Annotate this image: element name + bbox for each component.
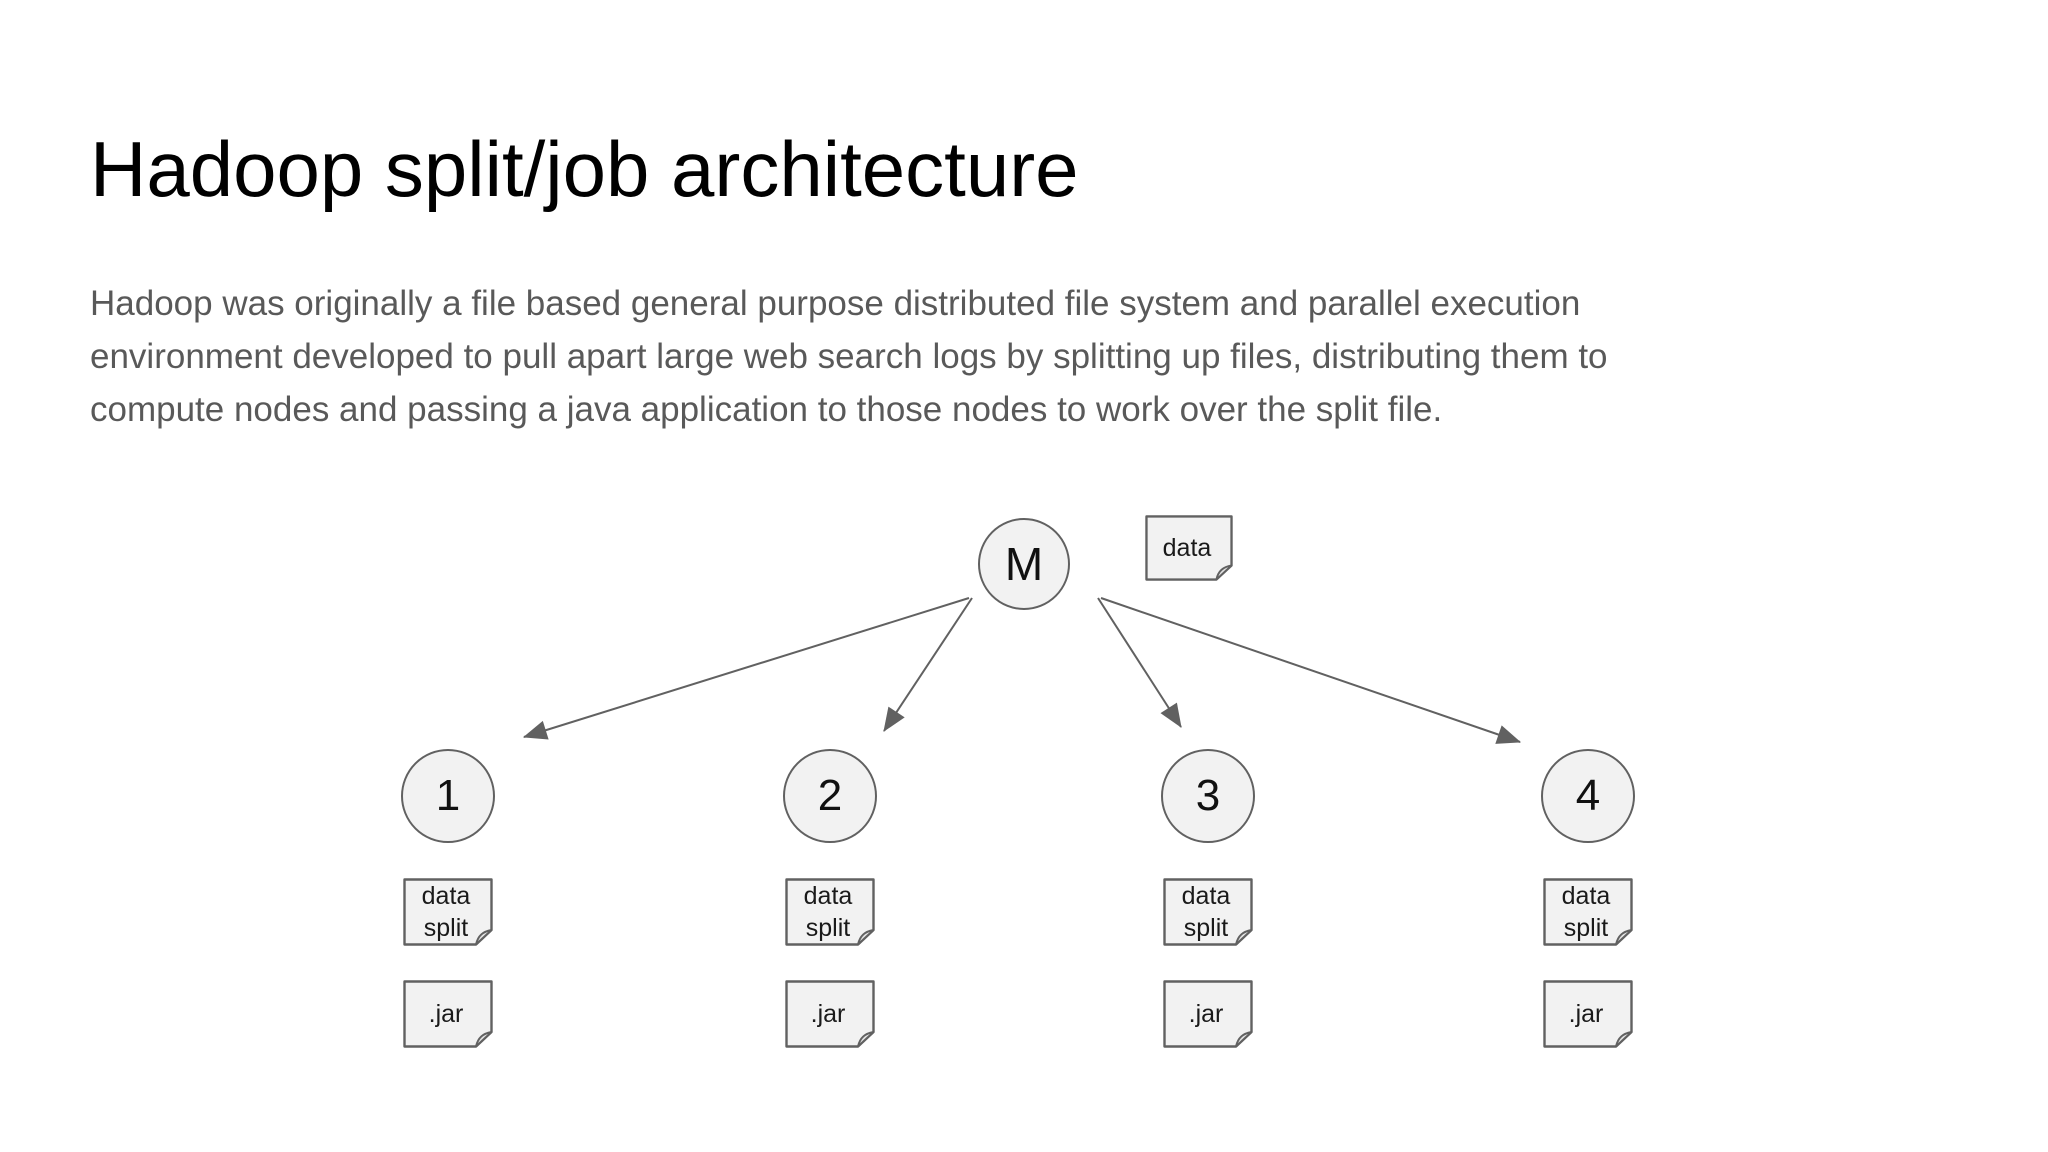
- master-node-circle: M: [978, 518, 1070, 610]
- folded-corner-icon: [1615, 929, 1633, 946]
- jar-document-label-1: .jar: [428, 1000, 464, 1028]
- arrow-m-to-worker-4: [1100, 597, 1522, 744]
- document-shape: [403, 980, 493, 1048]
- folded-corner-icon: [1215, 564, 1233, 581]
- document-shape: [1163, 878, 1253, 946]
- document-shape: [785, 878, 875, 946]
- document-shape: [1163, 980, 1253, 1048]
- body-paragraph: Hadoop was originally a file based gener…: [90, 277, 1608, 436]
- arrow-m-to-worker-3: [1097, 597, 1182, 728]
- body-line-3: compute nodes and passing a java applica…: [90, 390, 1443, 429]
- data-split-document-2: data split: [785, 878, 875, 946]
- jar-document-2: .jar: [785, 980, 875, 1048]
- worker-node-circle-4: 4: [1541, 749, 1635, 843]
- worker-node-label-2: 2: [817, 771, 843, 820]
- worker-node-circle-2: 2: [783, 749, 877, 843]
- folded-corner-icon: [1235, 1031, 1253, 1048]
- slide-title: Hadoop split/job architecture: [90, 125, 1079, 213]
- folded-corner-icon: [475, 929, 493, 946]
- jar-document-label-2: .jar: [810, 1000, 846, 1028]
- worker-node-label-1: 1: [435, 771, 461, 820]
- data-split-document-label-3: data split: [1181, 882, 1231, 942]
- master-node-label: M: [1004, 538, 1044, 590]
- arrow-m-to-worker-2: [883, 597, 973, 732]
- worker-node-label-4: 4: [1575, 771, 1601, 820]
- folded-corner-icon: [1615, 1031, 1633, 1048]
- folded-corner-icon: [1235, 929, 1253, 946]
- folded-corner-icon: [857, 1031, 875, 1048]
- data-split-document-3: data split: [1163, 878, 1253, 946]
- worker-node-circle-1: 1: [401, 749, 495, 843]
- data-split-document-label-2: data split: [803, 882, 853, 942]
- master-data-document: data: [1145, 515, 1233, 581]
- data-split-document-label-1: data split: [421, 882, 471, 942]
- document-shape: [1543, 980, 1633, 1048]
- jar-document-1: .jar: [403, 980, 493, 1048]
- folded-corner-icon: [475, 1031, 493, 1048]
- data-split-document-1: data split: [403, 878, 493, 946]
- jar-document-3: .jar: [1163, 980, 1253, 1048]
- jar-document-4: .jar: [1543, 980, 1633, 1048]
- body-line-2: environment developed to pull apart larg…: [90, 337, 1608, 376]
- arrow-m-to-worker-1: [522, 597, 970, 740]
- jar-document-label-4: .jar: [1568, 1000, 1604, 1028]
- worker-node-circle-3: 3: [1161, 749, 1255, 843]
- document-shape: [1145, 515, 1233, 581]
- document-shape: [785, 980, 875, 1048]
- document-shape: [1543, 878, 1633, 946]
- data-split-document-label-4: data split: [1561, 882, 1611, 942]
- jar-document-label-3: .jar: [1188, 1000, 1224, 1028]
- data-split-document-4: data split: [1543, 878, 1633, 946]
- document-shape: [403, 878, 493, 946]
- worker-node-label-3: 3: [1195, 771, 1221, 820]
- body-line-1: Hadoop was originally a file based gener…: [90, 284, 1581, 323]
- master-data-document-label: data: [1162, 534, 1212, 562]
- folded-corner-icon: [857, 929, 875, 946]
